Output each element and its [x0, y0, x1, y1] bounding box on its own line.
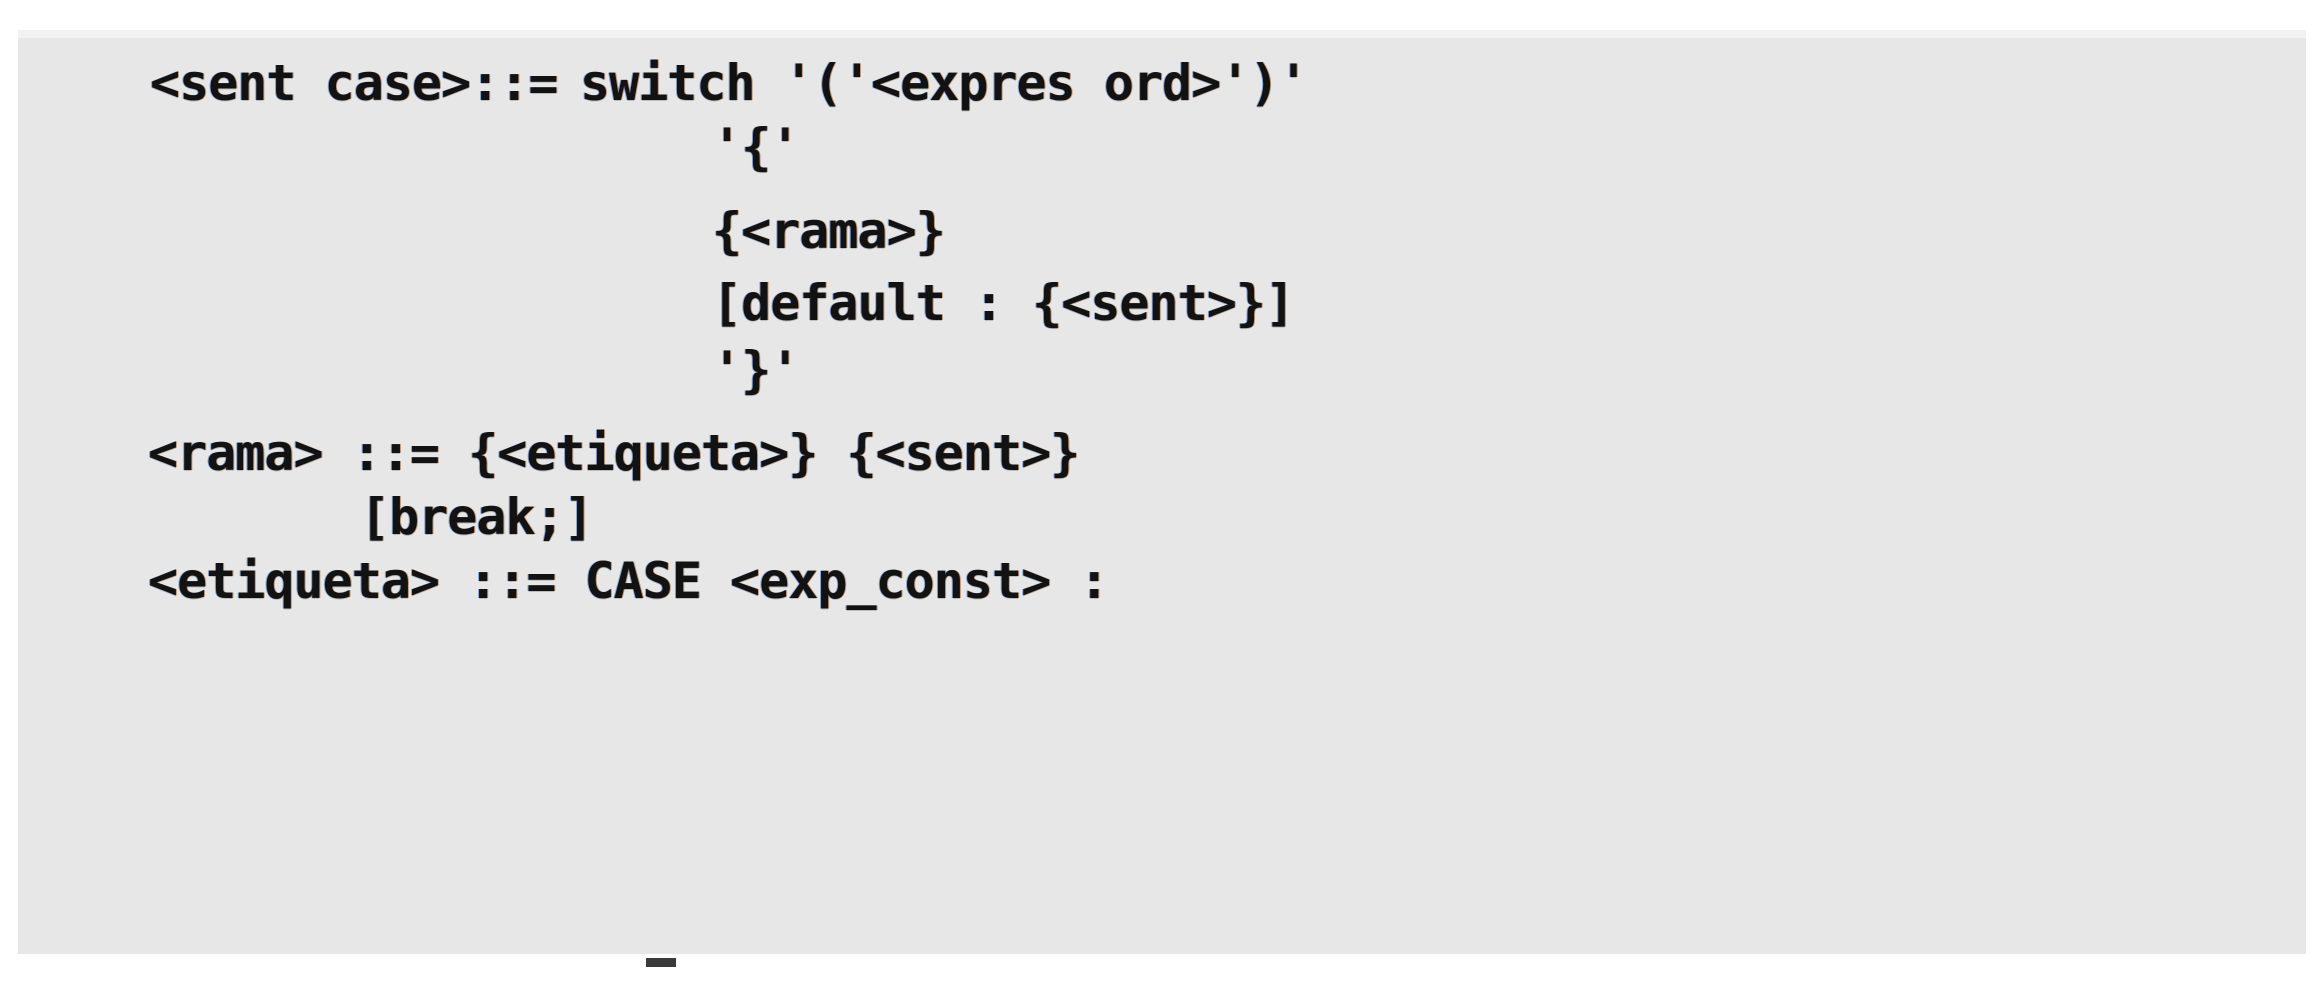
scan-background-upper: [18, 30, 2306, 624]
grammar-line-default-optional: [default : {<sent>}]: [712, 274, 1295, 332]
grammar-line-sent-case-rhs-switch: switch '('<expres ord>')': [580, 54, 1309, 112]
grammar-line-sent-case-lhs: <sent case>::=: [150, 54, 558, 112]
grammar-line-rama-rule: <rama> ::= {<etiqueta>} {<sent>}: [148, 424, 1080, 482]
grammar-line-etiqueta-rule: <etiqueta> ::= CASE <exp_const> :: [148, 552, 1109, 610]
scan-top-edge-strip: [18, 30, 2306, 38]
grammar-line-break-optional: [break;]: [360, 488, 594, 546]
grammar-line-close-brace-literal: '}': [712, 341, 800, 399]
scan-background-lower: [18, 624, 2306, 954]
grammar-line-rama-repetition: {<rama>}: [712, 202, 946, 260]
page-bottom-margin: [0, 954, 2324, 1004]
grammar-line-open-brace-literal: '{': [712, 118, 800, 176]
underscore-scan-artifact-mark: [646, 958, 676, 967]
